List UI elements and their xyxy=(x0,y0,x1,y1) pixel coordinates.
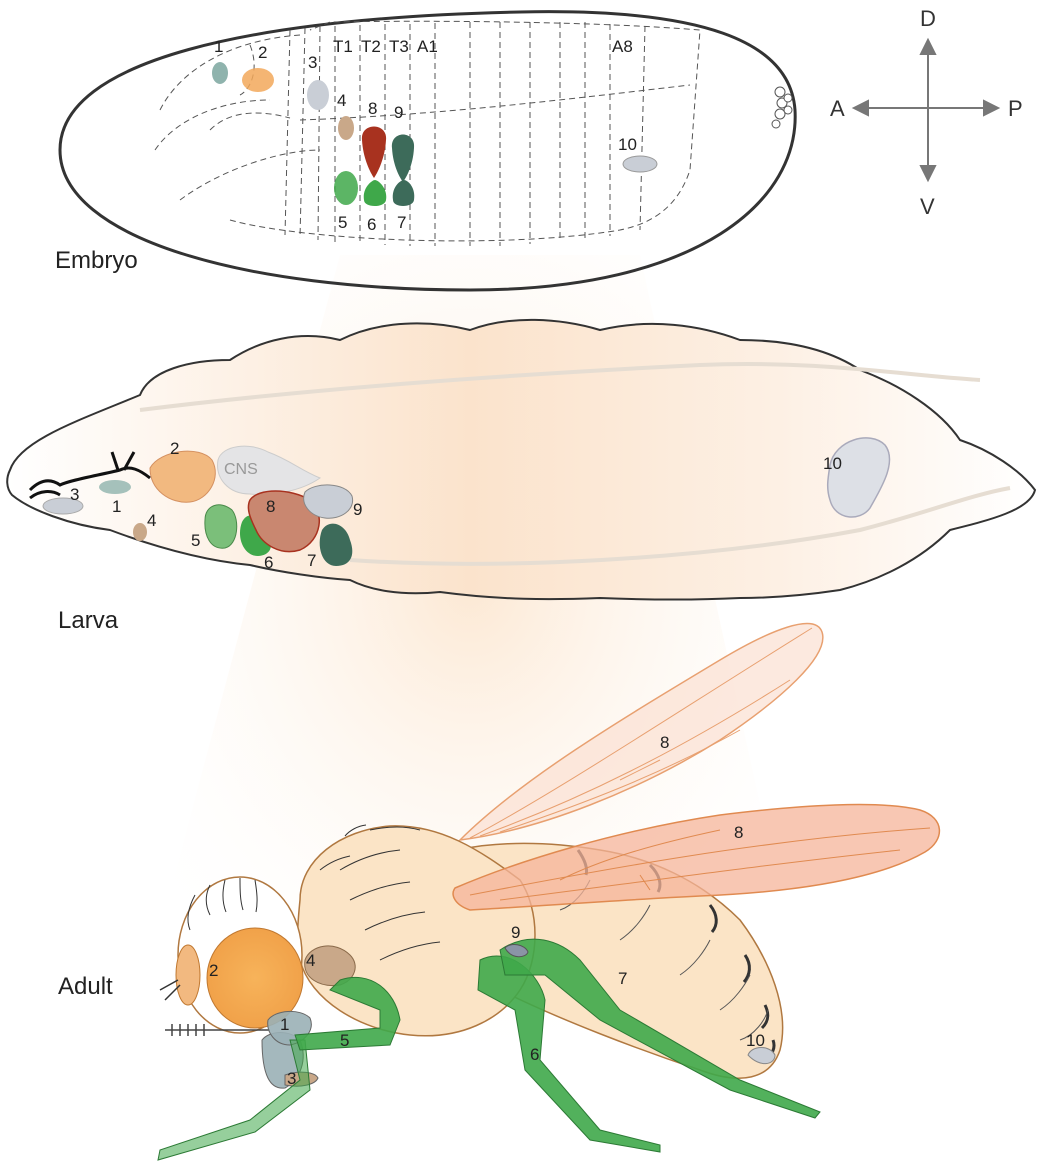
segment-label-a1: A1 xyxy=(417,37,438,56)
larva-label-9: 9 xyxy=(353,500,362,519)
adult-label-8-lower-wing: 8 xyxy=(734,823,743,842)
adult-humerus-4 xyxy=(304,945,356,987)
embryo-primordium-10 xyxy=(622,155,658,173)
adult-wing-lower xyxy=(452,803,941,911)
axis-posterior-label: P xyxy=(1008,96,1023,121)
larva-label-2: 2 xyxy=(170,439,179,458)
embryo-group: 1 2 3 4 8 9 5 6 7 10 T1 T2 T3 A1 A8 Embr… xyxy=(55,10,797,292)
adult-label-1: 1 xyxy=(280,1015,289,1034)
adult-label-5: 5 xyxy=(340,1031,349,1050)
adult-label-4: 4 xyxy=(306,951,315,970)
larva-disc-9 xyxy=(303,484,354,519)
axis-anterior-label: A xyxy=(830,96,845,121)
pole-cells xyxy=(771,86,793,129)
larva-disc-10 xyxy=(826,437,891,518)
larva-cns xyxy=(217,445,322,495)
larva-label-5: 5 xyxy=(191,531,200,550)
larva-dorsal-line xyxy=(139,362,981,412)
embryo-label-5: 5 xyxy=(338,213,347,232)
embryo-label-10: 10 xyxy=(618,135,637,154)
adult-label-2: 2 xyxy=(209,961,218,980)
embryo-label-8: 8 xyxy=(368,99,377,118)
embryo-label-6: 6 xyxy=(367,215,376,234)
embryo-primordium-7 xyxy=(392,180,415,206)
embryo-outline xyxy=(58,10,797,292)
adult-genitalia-10 xyxy=(747,1047,776,1065)
larva-disc-1 xyxy=(99,480,131,494)
axis-dorsal-label: D xyxy=(920,6,936,31)
mouth-hooks xyxy=(28,451,151,500)
segment-label-t2: T2 xyxy=(361,37,381,56)
body-axes xyxy=(851,37,1001,183)
embryo-primordium-1 xyxy=(212,62,228,84)
larva-group: 3 1 4 2 CNS 5 6 8 9 7 10 Larva xyxy=(6,318,1037,634)
embryo-primordium-8 xyxy=(361,126,387,178)
embryo-label-7: 7 xyxy=(397,213,406,232)
head-bristles xyxy=(187,877,258,931)
larva-disc-3 xyxy=(42,497,84,515)
larva-label-10: 10 xyxy=(823,454,842,473)
adult-label-3: 3 xyxy=(287,1069,296,1088)
embryo-label-1: 1 xyxy=(214,37,223,56)
adult-label-6: 6 xyxy=(530,1045,539,1064)
embryo-label-9: 9 xyxy=(394,103,403,122)
embryo-primordium-6 xyxy=(363,180,387,206)
embryo-primordium-3 xyxy=(307,80,329,110)
larva-disc-8 xyxy=(247,490,320,553)
larva-label-1: 1 xyxy=(112,497,121,516)
thorax-bristles xyxy=(319,824,441,961)
embryo-label-4: 4 xyxy=(337,91,346,110)
embryo-label-3: 3 xyxy=(308,53,317,72)
adult-haltere-9 xyxy=(504,944,529,958)
adult-leg-5 xyxy=(294,976,401,1051)
larva-label-cns: CNS xyxy=(224,461,258,478)
adult-eye xyxy=(206,927,304,1029)
embryo-label-2: 2 xyxy=(258,43,267,62)
adult-label-8-upper-wing: 8 xyxy=(660,733,669,752)
larva-disc-4 xyxy=(133,523,147,541)
segment-label-a8: A8 xyxy=(612,37,633,56)
upper-wing-veins xyxy=(469,627,813,839)
lower-wing-veins xyxy=(469,827,931,901)
adult-leg-1 xyxy=(157,1039,311,1161)
stage-title-embryo: Embryo xyxy=(55,247,138,274)
antenna-arista xyxy=(159,979,181,1001)
embryo-primordium-4 xyxy=(338,116,354,140)
adult-legs xyxy=(157,938,821,1161)
adult-leg-7 xyxy=(499,938,821,1119)
proboscis-hairs xyxy=(165,1024,270,1036)
larva-label-4: 4 xyxy=(147,511,156,530)
larva-label-8: 8 xyxy=(266,497,275,516)
larva-label-3: 3 xyxy=(70,485,79,504)
adult-label-9: 9 xyxy=(511,923,520,942)
embryo-primordium-2 xyxy=(242,68,274,92)
larva-ventral-line xyxy=(349,486,1011,566)
larva-disc-7 xyxy=(319,523,353,566)
larva-label-6: 6 xyxy=(264,553,273,572)
stage-title-adult: Adult xyxy=(58,973,113,1000)
larva-label-7: 7 xyxy=(307,551,316,570)
embryo-primordium-5 xyxy=(334,171,358,205)
larva-disc-5 xyxy=(204,504,238,549)
axis-ventral-label: V xyxy=(920,194,935,219)
adult-label-10: 10 xyxy=(746,1031,765,1050)
segment-label-t1: T1 xyxy=(333,37,353,56)
embryo-primordium-9 xyxy=(391,134,415,182)
segment-label-t3: T3 xyxy=(389,37,409,56)
adult-fly-group: 2 4 1 3 5 6 7 8 8 9 10 Adult xyxy=(58,622,941,1161)
adult-antenna xyxy=(175,944,201,1006)
larva-disc-2 xyxy=(149,450,216,503)
stage-title-larva: Larva xyxy=(58,607,119,634)
adult-label-7: 7 xyxy=(618,969,627,988)
